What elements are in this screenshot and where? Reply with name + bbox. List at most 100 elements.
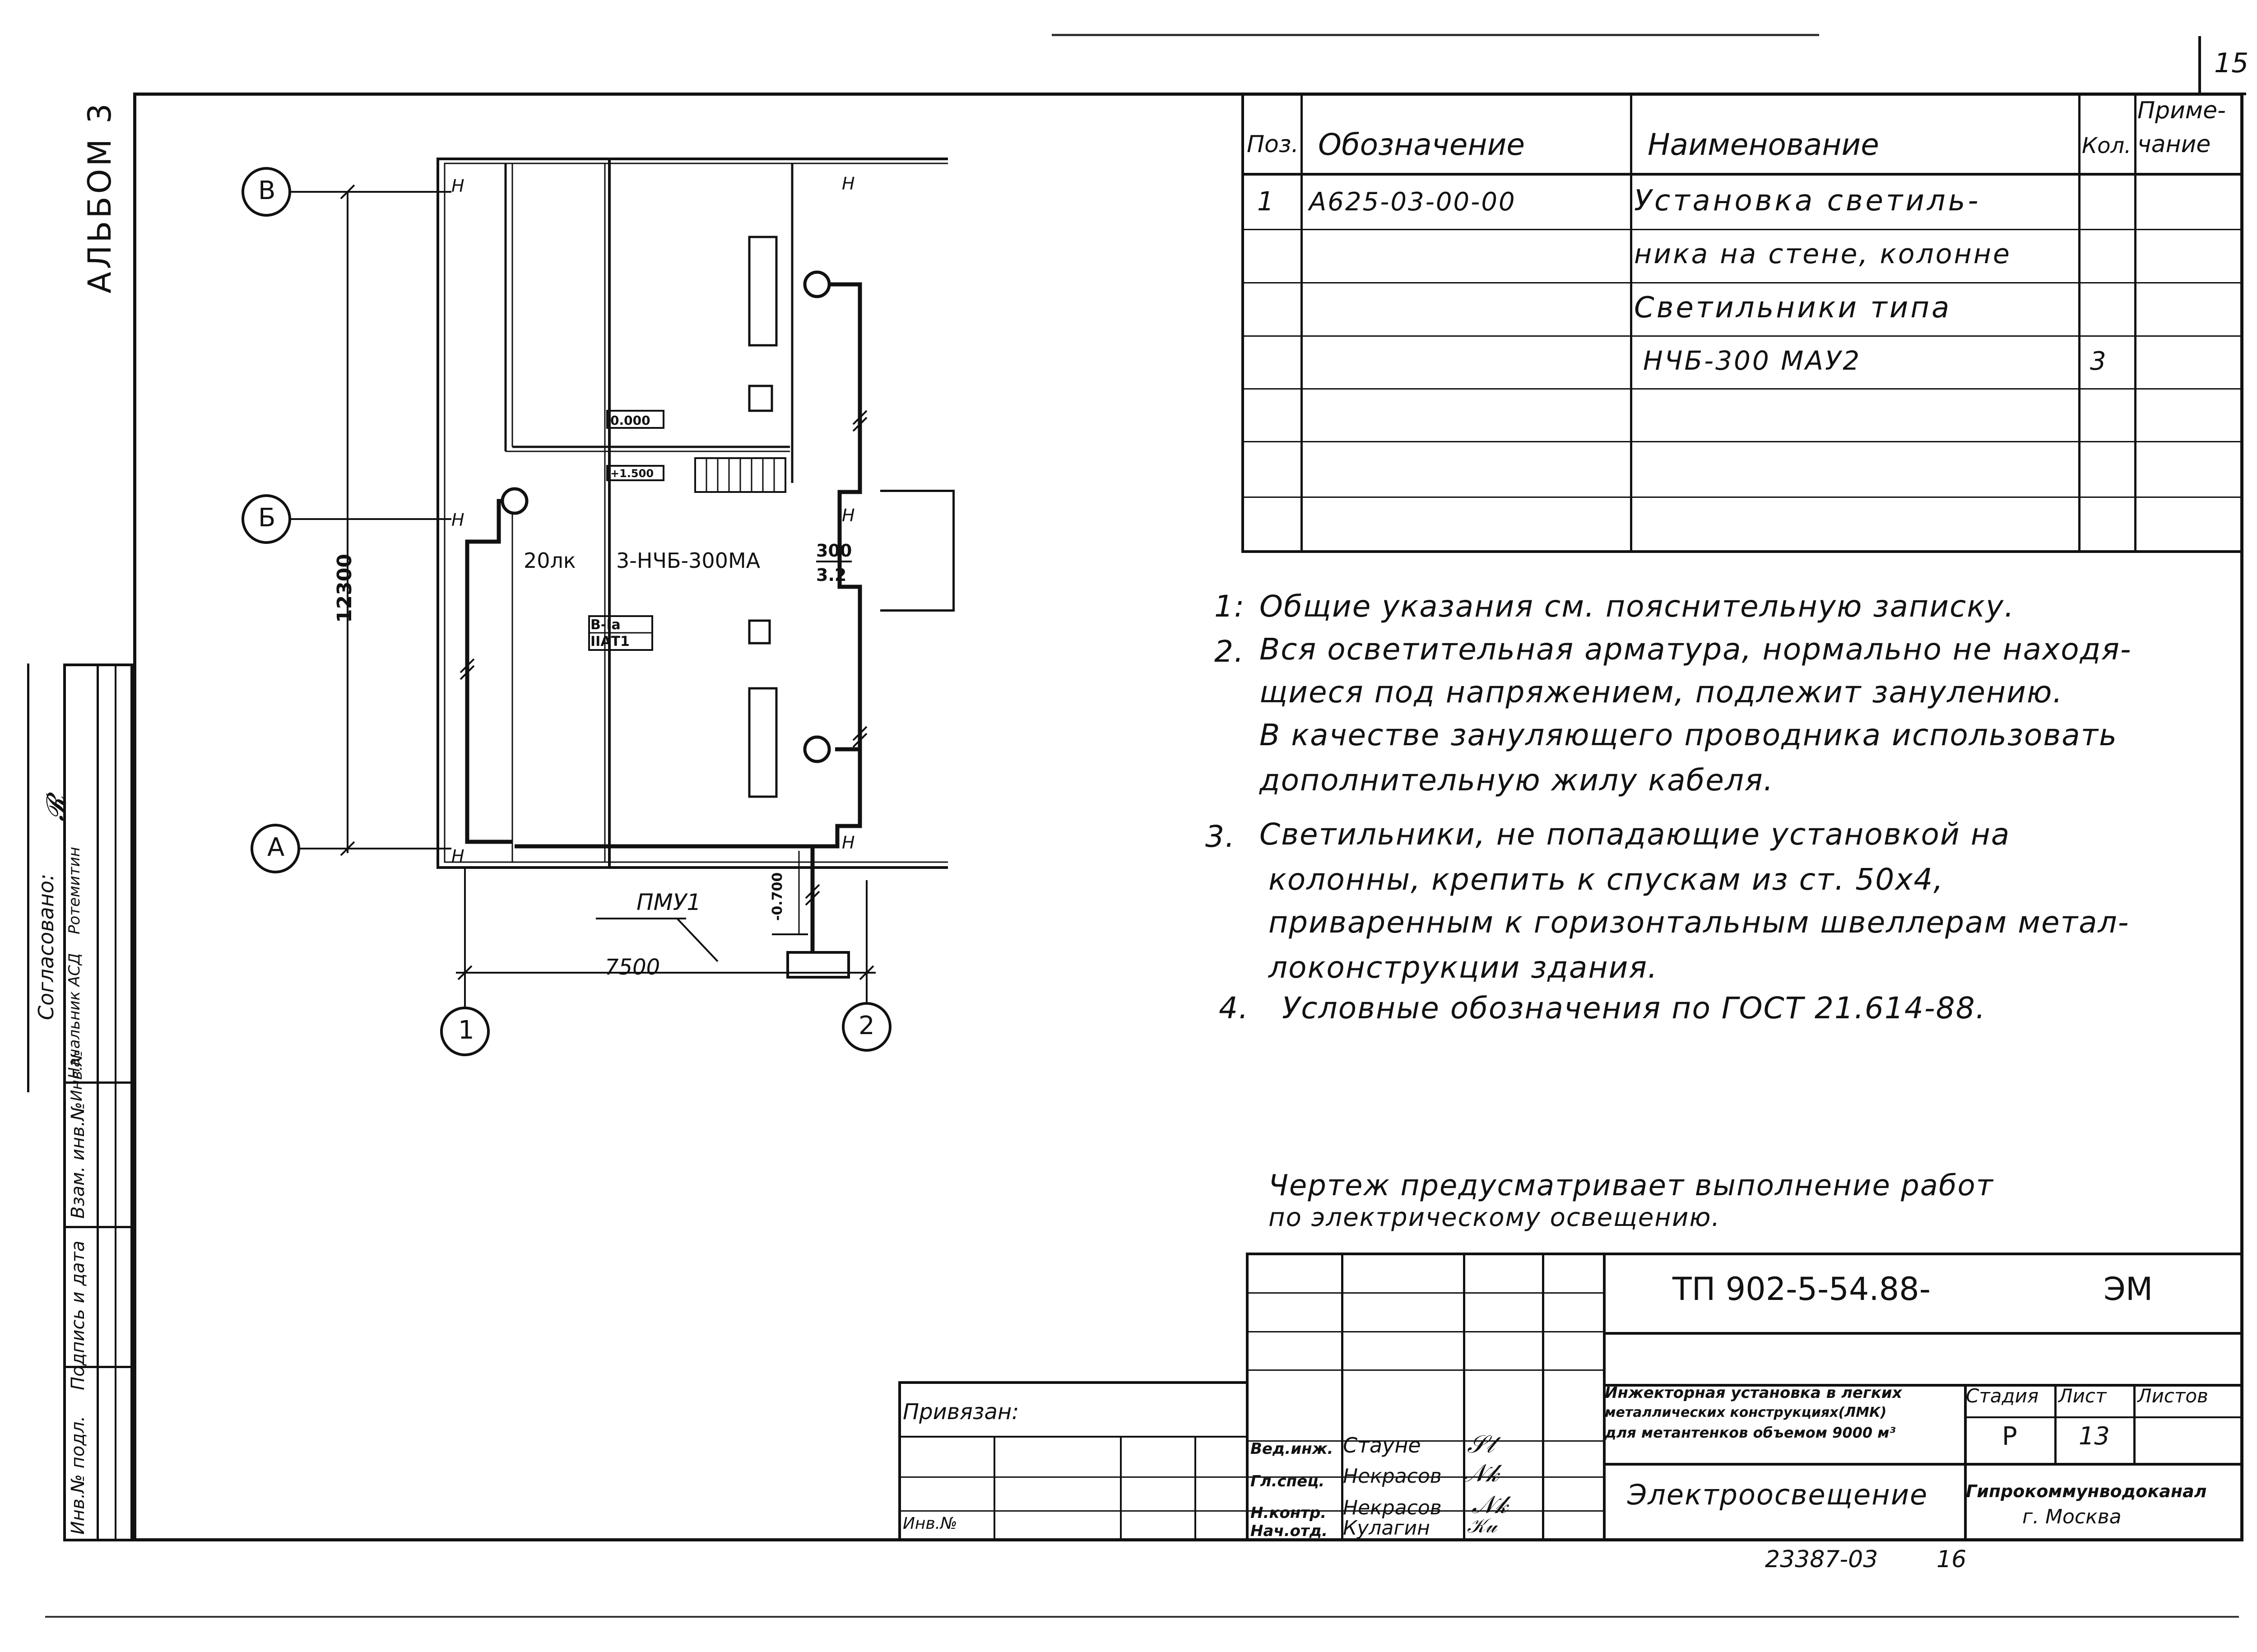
equipment-lower — [748, 687, 778, 798]
note-3-num: 3. — [1205, 819, 1235, 854]
note-2-num: 2. — [1214, 634, 1245, 669]
note-4-num: 4. — [1219, 991, 1249, 1026]
lux-label: 20лк — [524, 548, 576, 573]
name-1: Стауне — [1343, 1433, 1421, 1457]
vzam-inv-label: Взам. инв.№ — [68, 1102, 88, 1219]
zone-top: В-Iа — [590, 617, 621, 633]
note-3-line-2: колонны, крепить к спускам из ст. 50х4, — [1268, 862, 1944, 897]
note-4-line-1: Условные обозначения по ГОСТ 21.614-88. — [1282, 991, 1986, 1026]
svg-text:Н: Н — [451, 510, 464, 530]
left-stamp-strip — [63, 664, 133, 1541]
object-line-2: металлических конструкциях(ЛМК) — [1605, 1405, 1887, 1420]
org-line-2: г. Москва — [2022, 1505, 2122, 1528]
name-3: Некрасов — [1343, 1496, 1442, 1519]
note-2-line-2: щиеся под напряжением, подлежит занулени… — [1259, 675, 2063, 710]
row-2-name: ника на стене, колонне — [1634, 238, 2011, 270]
role-3: Н.контр. — [1250, 1504, 1327, 1522]
note-1-line-1: Общие указания см. пояснительную записку… — [1259, 589, 2015, 624]
row-4-qty: 3 — [2090, 347, 2106, 376]
agreed-label: Согласовано: — [34, 873, 58, 1020]
spec-table — [1241, 93, 2241, 553]
floor-plan: Н Н Н Н Н Н — [437, 158, 948, 979]
axis-v-label: В — [258, 176, 276, 205]
header-designation: Обозначение — [1318, 127, 1525, 162]
doc-mark: ЭМ — [2104, 1271, 2153, 1308]
axis-b-label: Б — [258, 503, 276, 533]
signature-agreed: 𝓡 — [41, 796, 72, 821]
left-stamp-outer — [27, 664, 65, 1092]
stair — [694, 457, 786, 493]
depth-mark: -0.700 — [770, 872, 785, 921]
signature-2: 𝒩𝓀 — [1463, 1459, 1499, 1487]
luminaire-lower — [803, 735, 831, 763]
svg-text:Н: Н — [451, 176, 464, 196]
header-note-1: Приме- — [2137, 97, 2226, 124]
row-1-name: Установка светиль- — [1634, 184, 1981, 218]
dim-horizontal: 7500 — [605, 955, 660, 980]
drawing-frame — [133, 93, 2243, 1541]
axis-2-label: 2 — [859, 1011, 875, 1040]
sheet-header: Лист — [2058, 1385, 2107, 1407]
plan-axes — [241, 167, 892, 1056]
mark-top: 0.000 — [610, 413, 650, 428]
note-2-line-1: Вся осветительная арматура, нормально не… — [1259, 632, 2132, 667]
svg-text:Н: Н — [842, 506, 855, 525]
svg-text:Н: Н — [842, 833, 855, 853]
note-3-line-3: приваренным к горизонтальным швеллерам м… — [1268, 905, 2130, 940]
name-2: Некрасов — [1343, 1465, 1442, 1488]
fixture-label: 3-НЧБ-300МА — [616, 548, 761, 573]
sheet-value: 13 — [2079, 1422, 2110, 1450]
top-border-line — [1052, 34, 1819, 36]
row-1-pos: 1 — [1257, 186, 1274, 217]
archive-sheet: 16 — [1937, 1546, 1967, 1573]
axis-a-label: А — [267, 833, 285, 862]
signature-1: 𝒮𝓉 — [1467, 1430, 1495, 1458]
album-label: АЛЬБОМ 3 — [81, 101, 118, 293]
header-name: Наименование — [1648, 127, 1879, 162]
note-2-line-3: В качестве зануляющего проводника исполь… — [1259, 718, 2118, 752]
junction-box — [786, 951, 850, 979]
note-1-num: 1: — [1214, 589, 1245, 624]
role-1: Вед.инж. — [1250, 1440, 1333, 1458]
inv-label: Инв.№ — [903, 1514, 957, 1533]
signature-4: 𝒦𝓊 — [1467, 1514, 1497, 1537]
object-line-1: Инжекторная установка в легких — [1605, 1384, 1902, 1402]
note-2-line-4: дополнительную жилу кабеля. — [1259, 763, 1774, 798]
stage-header: Стадия — [1966, 1385, 2039, 1407]
title-block — [1246, 1253, 2241, 1541]
drawing-note-2: по электрическому освещению. — [1268, 1203, 1721, 1232]
header-note-2: чание — [2137, 131, 2211, 158]
header-pos: Поз. — [1247, 131, 1299, 158]
linked-label: Привязан: — [903, 1399, 1019, 1425]
svg-text:Н: Н — [842, 174, 855, 194]
axis-1-label: 1 — [458, 1016, 474, 1045]
archive-number: 23387-03 — [1765, 1546, 1878, 1573]
drawing-note-1: Чертеж предусматривает выполнение работ — [1268, 1169, 1994, 1202]
bottom-line — [45, 1616, 2239, 1618]
role-4: Нач.отд. — [1250, 1522, 1328, 1540]
row-4-name: НЧБ-300 МАУ2 — [1643, 345, 1862, 376]
role-2: Гл.спец. — [1250, 1472, 1325, 1490]
signature-3: 𝒩𝓀 — [1472, 1490, 1508, 1519]
luminaire-middle — [501, 487, 529, 515]
manager-label: Ротемитин — [65, 847, 84, 934]
height-top: 300 — [816, 541, 852, 562]
stage-value: Р — [2002, 1422, 2017, 1451]
doc-code: ТП 902-5-54.88- — [1672, 1271, 1931, 1308]
equipment-upper — [748, 236, 778, 347]
header-qty: Кол. — [2082, 133, 2132, 158]
annex — [880, 490, 955, 612]
note-3-line-4: локонструкции здания. — [1268, 950, 1658, 985]
height-bottom: 3.2 — [816, 565, 847, 585]
zone-bottom: IIАТ1 — [590, 634, 630, 650]
section-title: Электроосвещение — [1627, 1478, 1928, 1511]
row-1-designation: А625-03-00-00 — [1309, 187, 1516, 217]
title-block-linked — [898, 1381, 1249, 1541]
mark-mid: +1.500 — [610, 467, 654, 480]
name-4: Кулагин — [1343, 1517, 1430, 1540]
box-label: ПМУ1 — [636, 889, 701, 915]
sheets-header: Листов — [2137, 1385, 2208, 1407]
luminaire-upper — [803, 270, 831, 298]
row-3-name: Светильники типа — [1634, 291, 1952, 325]
org-line-1: Гипрокоммунводоканал — [1966, 1481, 2207, 1501]
